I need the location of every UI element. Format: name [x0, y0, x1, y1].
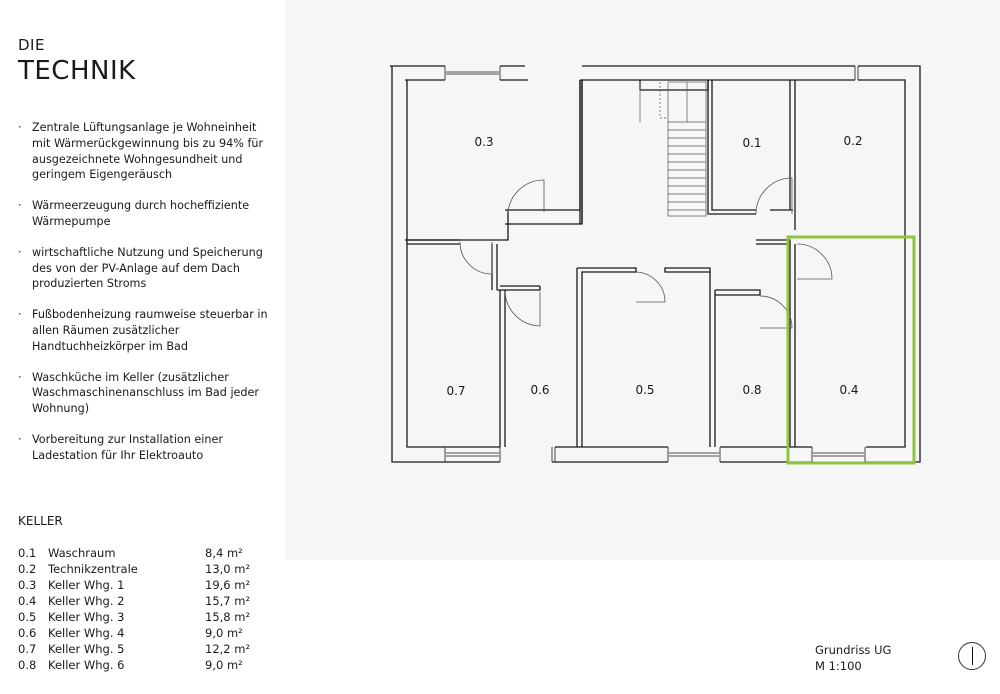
room-label: 0.6 — [530, 383, 549, 397]
room-label: 0.5 — [635, 383, 654, 397]
feature-item: ·wirtschaftliche Nutzung und Speicherung… — [18, 245, 263, 291]
feature-item: ·Waschküche im Keller (zusätzlicher Wasc… — [18, 370, 260, 416]
stairs — [639, 81, 707, 217]
room-label: 0.1 — [742, 136, 761, 150]
room-label: 0.3 — [474, 135, 493, 149]
keller-title: KELLER — [18, 514, 63, 528]
plan-title: Grundriss UG — [815, 643, 892, 657]
outer-walls — [390, 65, 921, 463]
interior-walls — [405, 80, 796, 447]
doors — [459, 177, 833, 329]
room-label: 0.7 — [446, 384, 465, 398]
feature-item: ·Zentrale Lüftungsanlage je Wohneinheit … — [18, 121, 264, 182]
heading-large: TECHNIK — [18, 56, 136, 86]
feature-item: ·Vorbereitung zur Installation einer Lad… — [18, 432, 223, 462]
room-label: 0.2 — [843, 134, 862, 148]
feature-item: ·Wärmeerzeugung durch hocheffiziente Wär… — [18, 199, 250, 228]
north-arrow-icon — [958, 642, 986, 670]
room-label: 0.8 — [742, 383, 761, 397]
highlight-room-04 — [786, 235, 916, 465]
room-label: 0.4 — [839, 383, 858, 397]
plan-scale: M 1:100 — [815, 659, 862, 673]
plan-caption: Grundriss UG M 1:100 — [815, 642, 891, 674]
heading-small: DIE — [18, 36, 45, 54]
feature-list: ·Zentrale Lüftungsanlage je Wohneinheit … — [18, 120, 278, 468]
feature-item: ·Fußbodenheizung raumweise steuerbar in … — [18, 308, 268, 353]
plan-background — [285, 0, 1000, 560]
